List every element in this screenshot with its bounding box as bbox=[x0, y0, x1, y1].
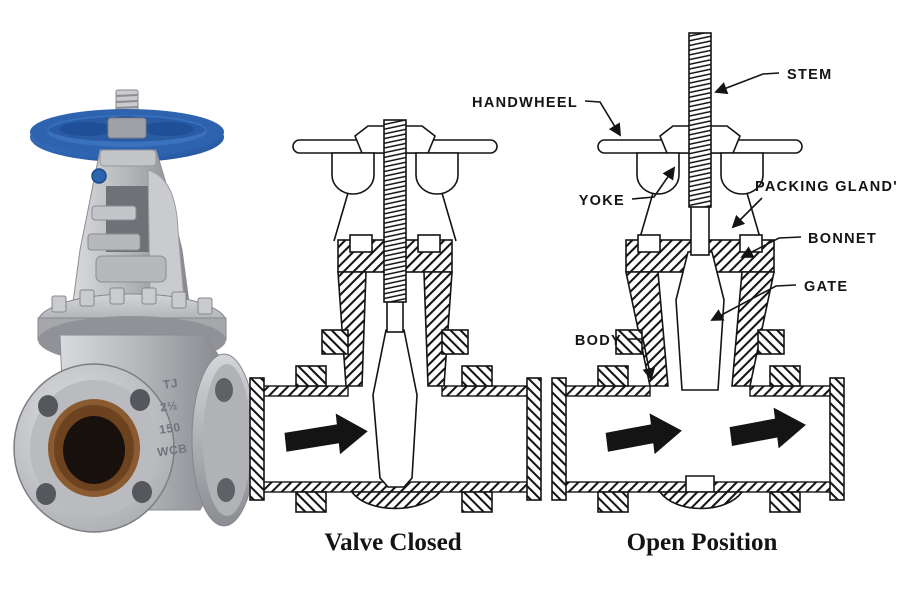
closed-packing-gland-left bbox=[349, 234, 373, 253]
closed-yoke-leg-right bbox=[441, 192, 457, 242]
leader-handwheel bbox=[584, 100, 621, 137]
closed-body-flange-br bbox=[461, 491, 493, 513]
closed-end-flange-left bbox=[249, 377, 265, 501]
closed-neck-flange-left bbox=[321, 329, 349, 355]
leader-gate bbox=[710, 284, 797, 321]
closed-yoke-ear-right bbox=[415, 152, 459, 195]
open-packing-gland-right bbox=[739, 234, 763, 253]
leader-stem bbox=[714, 72, 780, 95]
closed-stem-threaded bbox=[383, 119, 407, 303]
photo-handwheel bbox=[30, 109, 224, 162]
open-yoke-leg-right bbox=[746, 192, 762, 242]
open-body-flange-tl bbox=[597, 365, 629, 387]
open-pipe-top-right bbox=[749, 385, 839, 397]
open-packing-gland-left bbox=[637, 234, 661, 253]
open-body-flange-tr bbox=[769, 365, 801, 387]
marking-brand: TJ bbox=[162, 376, 179, 392]
open-yoke-ear-right bbox=[720, 152, 764, 195]
leader-bonnet bbox=[740, 236, 802, 258]
open-body-flange-br bbox=[769, 491, 801, 513]
closed-neck-left bbox=[337, 271, 367, 387]
caption-open-position: Open Position bbox=[627, 529, 778, 556]
closed-body-flange-tl bbox=[295, 365, 327, 387]
open-sump bbox=[658, 491, 744, 510]
label-yoke: YOKE bbox=[579, 193, 625, 209]
open-end-flange-left bbox=[551, 377, 567, 501]
open-end-flange-right bbox=[829, 377, 845, 501]
closed-stem-smooth bbox=[386, 297, 404, 333]
closed-body-flange-tr bbox=[461, 365, 493, 387]
open-yoke-ear-left bbox=[636, 152, 680, 195]
closed-yoke-leg-left bbox=[333, 192, 349, 242]
closed-flow-arrow bbox=[284, 413, 368, 455]
closed-pipe-top-right bbox=[441, 385, 536, 397]
open-neck-right bbox=[731, 271, 775, 387]
label-gate: GATE bbox=[804, 279, 848, 295]
leader-lines bbox=[584, 72, 802, 381]
valve-photo: TJ 2½ 150 WCB bbox=[13, 89, 257, 533]
part-labels: HANDWHEEL STEM YOKE PACKING GLAND' BONNE… bbox=[472, 67, 898, 349]
open-neck-flange-left bbox=[615, 329, 643, 355]
open-neck-flange-right bbox=[757, 329, 785, 355]
closed-sump bbox=[350, 491, 442, 510]
open-body-flange-bl bbox=[597, 491, 629, 513]
leader-body bbox=[627, 338, 656, 381]
photo-body: TJ 2½ 150 WCB bbox=[13, 334, 257, 533]
closed-packing-gland-right bbox=[417, 234, 441, 253]
label-body: BODY bbox=[575, 333, 622, 349]
label-handwheel: HANDWHEEL bbox=[472, 95, 578, 111]
label-bonnet: BONNET bbox=[808, 231, 877, 247]
label-packing-gland: PACKING GLAND' bbox=[755, 179, 898, 195]
photo-cast-markings: TJ 2½ 150 WCB bbox=[156, 376, 188, 459]
open-neck-left bbox=[625, 271, 669, 387]
leader-packing-gland bbox=[731, 197, 763, 229]
open-flow-arrow-left bbox=[605, 413, 682, 455]
open-stem-threaded bbox=[688, 32, 712, 208]
open-flow-arrow-right bbox=[729, 407, 806, 449]
open-stem-smooth bbox=[690, 202, 710, 256]
closed-yoke-ear-left bbox=[331, 152, 375, 195]
marking-size: 2½ bbox=[159, 398, 178, 414]
leader-yoke bbox=[631, 166, 676, 200]
closed-neck-right bbox=[423, 271, 453, 387]
photo-yoke-bonnet bbox=[71, 149, 191, 311]
label-stem: STEM bbox=[787, 67, 832, 83]
closed-valve-diagram bbox=[249, 119, 542, 513]
closed-gate bbox=[372, 329, 418, 488]
open-yoke-leg-left bbox=[638, 192, 654, 242]
marking-class: 150 bbox=[158, 420, 181, 437]
caption-valve-closed: Valve Closed bbox=[324, 529, 461, 556]
marking-material: WCB bbox=[156, 441, 188, 459]
open-gate bbox=[675, 251, 725, 391]
open-valve-diagram bbox=[551, 32, 845, 513]
closed-end-flange-right bbox=[526, 377, 542, 501]
open-pipe-top-left bbox=[557, 385, 651, 397]
open-seat-recess bbox=[685, 475, 715, 493]
closed-body-flange-bl bbox=[295, 491, 327, 513]
closed-pipe-top-left bbox=[255, 385, 349, 397]
closed-neck-flange-right bbox=[441, 329, 469, 355]
